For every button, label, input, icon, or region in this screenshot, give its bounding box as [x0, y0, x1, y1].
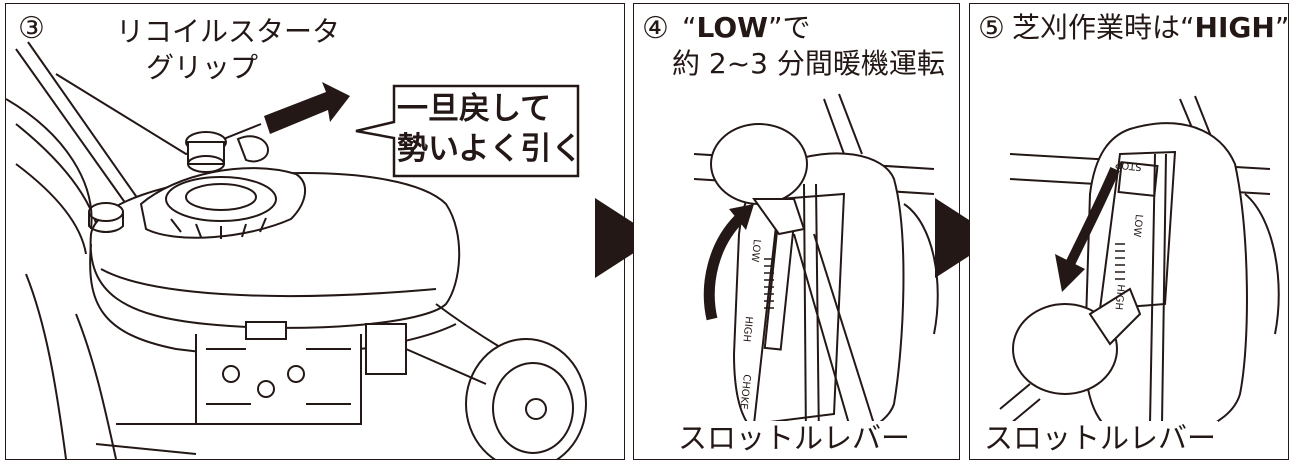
- recoil-starter-grip-label-line1: リコイルスタータ: [116, 15, 341, 48]
- callout-line-1: 一旦戻して: [397, 91, 552, 127]
- lawnmower-engine-illustration: [6, 41, 587, 459]
- step-number-5: ⑤: [978, 11, 1005, 46]
- panel-mowing-high: STOP LOW HIGH ⑤ 芝刈作業時は“HIGH” スロットルレバー: [969, 3, 1289, 460]
- scale-stop-mark: STOP: [1115, 158, 1142, 172]
- pull-direction-arrow: [264, 82, 350, 134]
- warmup-instruction-line1: “LOW”で: [682, 11, 811, 44]
- instruction-callout: 一旦戻して 勢いよく引く: [361, 86, 583, 178]
- mowing-instruction: 芝刈作業時は“HIGH”: [1012, 11, 1289, 44]
- move-down-arrow-icon: [1065, 167, 1120, 267]
- recoil-starter-grip-label-line2: グリップ: [146, 51, 259, 84]
- throttle-lever-label: スロットルレバー: [982, 421, 1219, 455]
- throttle-lever-high-illustration: STOP LOW HIGH: [999, 95, 1280, 441]
- warmup-instruction-line2: 約 2~3 分間暖機運転: [672, 47, 945, 80]
- throttle-lever-label: スロットルレバー: [676, 421, 913, 455]
- panel-warm-up-low: LOW HIGH CHOKE ④ “LOW”で 約 2~3 分間暖機運転 スロッ…: [633, 3, 960, 460]
- scale-low-mark: LOW: [1131, 214, 1144, 238]
- step-number-3: ③: [18, 11, 45, 46]
- panel-recoil-starter: ③ リコイルスタータ グリップ 一旦戻して 勢いよく引く: [5, 3, 625, 460]
- move-up-arrow-icon: [703, 215, 744, 321]
- scale-low-mark: LOW: [749, 239, 762, 263]
- scale-high-mark: HIGH: [740, 316, 754, 343]
- step-number-4: ④: [642, 11, 669, 46]
- scale-high-mark: HIGH: [1112, 284, 1126, 311]
- callout-line-2: 勢いよく引く: [397, 131, 583, 167]
- scale-choke-mark: CHOKE: [737, 374, 752, 410]
